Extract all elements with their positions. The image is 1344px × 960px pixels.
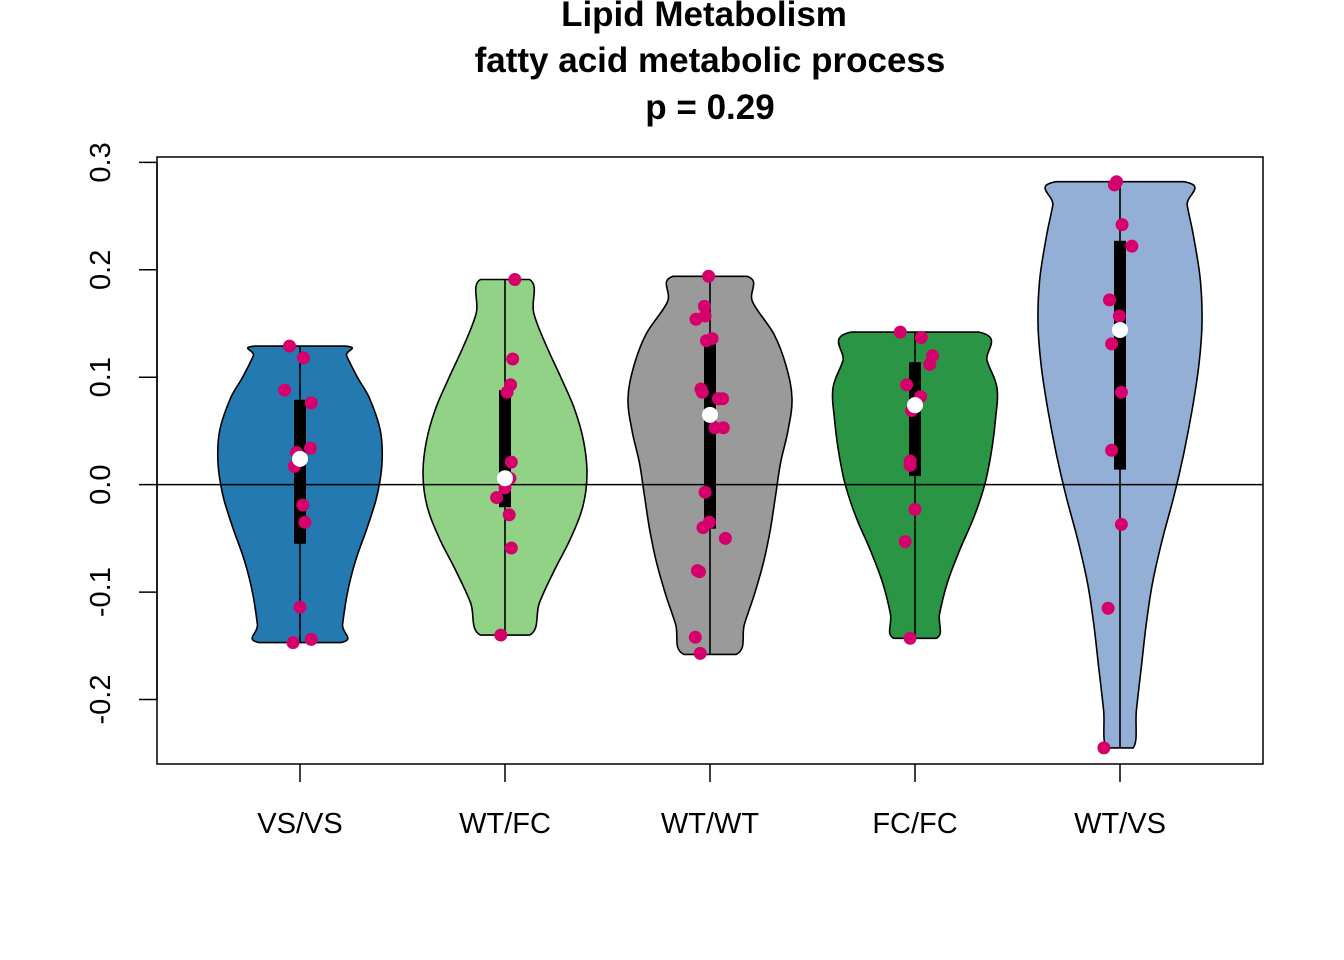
title-line-2: fatty acid metabolic process — [475, 41, 946, 80]
point-4-11 — [1097, 741, 1111, 755]
point-4-7 — [1114, 385, 1128, 399]
point-0-0 — [283, 339, 296, 353]
x-axis: VS/VS WT/FC WT/WT FC/FC WT/VS — [257, 764, 1166, 840]
point-2-15 — [696, 521, 710, 535]
medians-layer — [292, 321, 1128, 487]
median-4 — [1112, 321, 1128, 338]
point-2-13 — [698, 485, 712, 499]
point-3-9 — [908, 502, 922, 516]
point-3-4 — [900, 378, 914, 392]
iqr-box-2 — [704, 343, 716, 529]
y-tick-label-5: 0.3 — [85, 142, 117, 182]
median-0 — [292, 450, 308, 467]
point-4-6 — [1105, 337, 1119, 351]
median-1 — [497, 470, 513, 487]
point-1-0 — [508, 272, 522, 286]
point-4-2 — [1115, 218, 1129, 232]
y-tick-label-0: -0.2 — [85, 675, 117, 725]
median-2 — [702, 406, 718, 423]
point-1-3 — [500, 385, 514, 399]
y-axis: -0.2 -0.1 0.0 0.1 0.2 0.3 — [85, 142, 158, 725]
point-4-5 — [1112, 309, 1126, 323]
point-3-11 — [903, 631, 917, 645]
point-2-5 — [700, 334, 713, 348]
point-0-1 — [297, 351, 310, 365]
point-2-19 — [688, 630, 702, 644]
point-1-4 — [504, 455, 518, 469]
points-layer — [278, 175, 1139, 755]
point-4-1 — [1107, 178, 1121, 192]
point-4-10 — [1101, 601, 1115, 615]
y-tick-label-1: -0.1 — [85, 567, 117, 617]
point-2-16 — [718, 531, 732, 545]
title-line-3: p = 0.29 — [645, 88, 774, 127]
x-tick-label-1: WT/FC — [459, 808, 551, 840]
point-2-12 — [716, 421, 730, 435]
chart-title: Lipid Metabolism fatty acid metabolic pr… — [475, 0, 946, 127]
point-4-8 — [1105, 443, 1119, 457]
x-tick-label-3: FC/FC — [872, 808, 957, 840]
median-3 — [907, 397, 923, 414]
point-4-9 — [1114, 517, 1128, 531]
title-line-1: Lipid Metabolism — [561, 0, 847, 34]
point-1-9 — [504, 541, 518, 555]
iqr-box-4 — [1114, 240, 1126, 470]
point-0-7 — [296, 498, 310, 512]
x-tick-label-4: WT/VS — [1074, 808, 1166, 840]
point-3-0 — [893, 325, 907, 339]
point-0-9 — [293, 600, 307, 614]
point-2-0 — [702, 269, 716, 283]
point-0-11 — [304, 632, 318, 646]
y-tick-label-3: 0.1 — [85, 357, 117, 397]
point-1-10 — [494, 628, 508, 642]
point-0-8 — [298, 515, 312, 529]
x-tick-label-0: VS/VS — [257, 808, 342, 840]
point-0-10 — [286, 636, 300, 650]
point-3-10 — [898, 535, 912, 549]
x-tick-label-2: WT/WT — [661, 808, 760, 840]
point-1-8 — [502, 508, 516, 522]
boxes-layer — [294, 181, 1126, 748]
point-2-9 — [716, 392, 730, 406]
point-0-2 — [278, 383, 292, 397]
point-1-7 — [490, 491, 504, 505]
point-4-3 — [1125, 239, 1139, 253]
point-0-4 — [304, 441, 317, 455]
y-tick-label-2: 0.0 — [85, 465, 117, 505]
point-3-8 — [903, 458, 917, 472]
point-2-3 — [689, 312, 703, 326]
point-2-20 — [693, 646, 707, 660]
point-3-3 — [923, 357, 937, 371]
point-3-1 — [914, 330, 928, 344]
point-2-18 — [693, 565, 706, 579]
y-tick-label-4: 0.2 — [85, 250, 117, 290]
point-1-1 — [506, 352, 520, 366]
point-2-1 — [697, 299, 711, 313]
point-4-4 — [1103, 293, 1116, 307]
point-2-7 — [695, 385, 709, 399]
point-0-3 — [304, 396, 318, 410]
